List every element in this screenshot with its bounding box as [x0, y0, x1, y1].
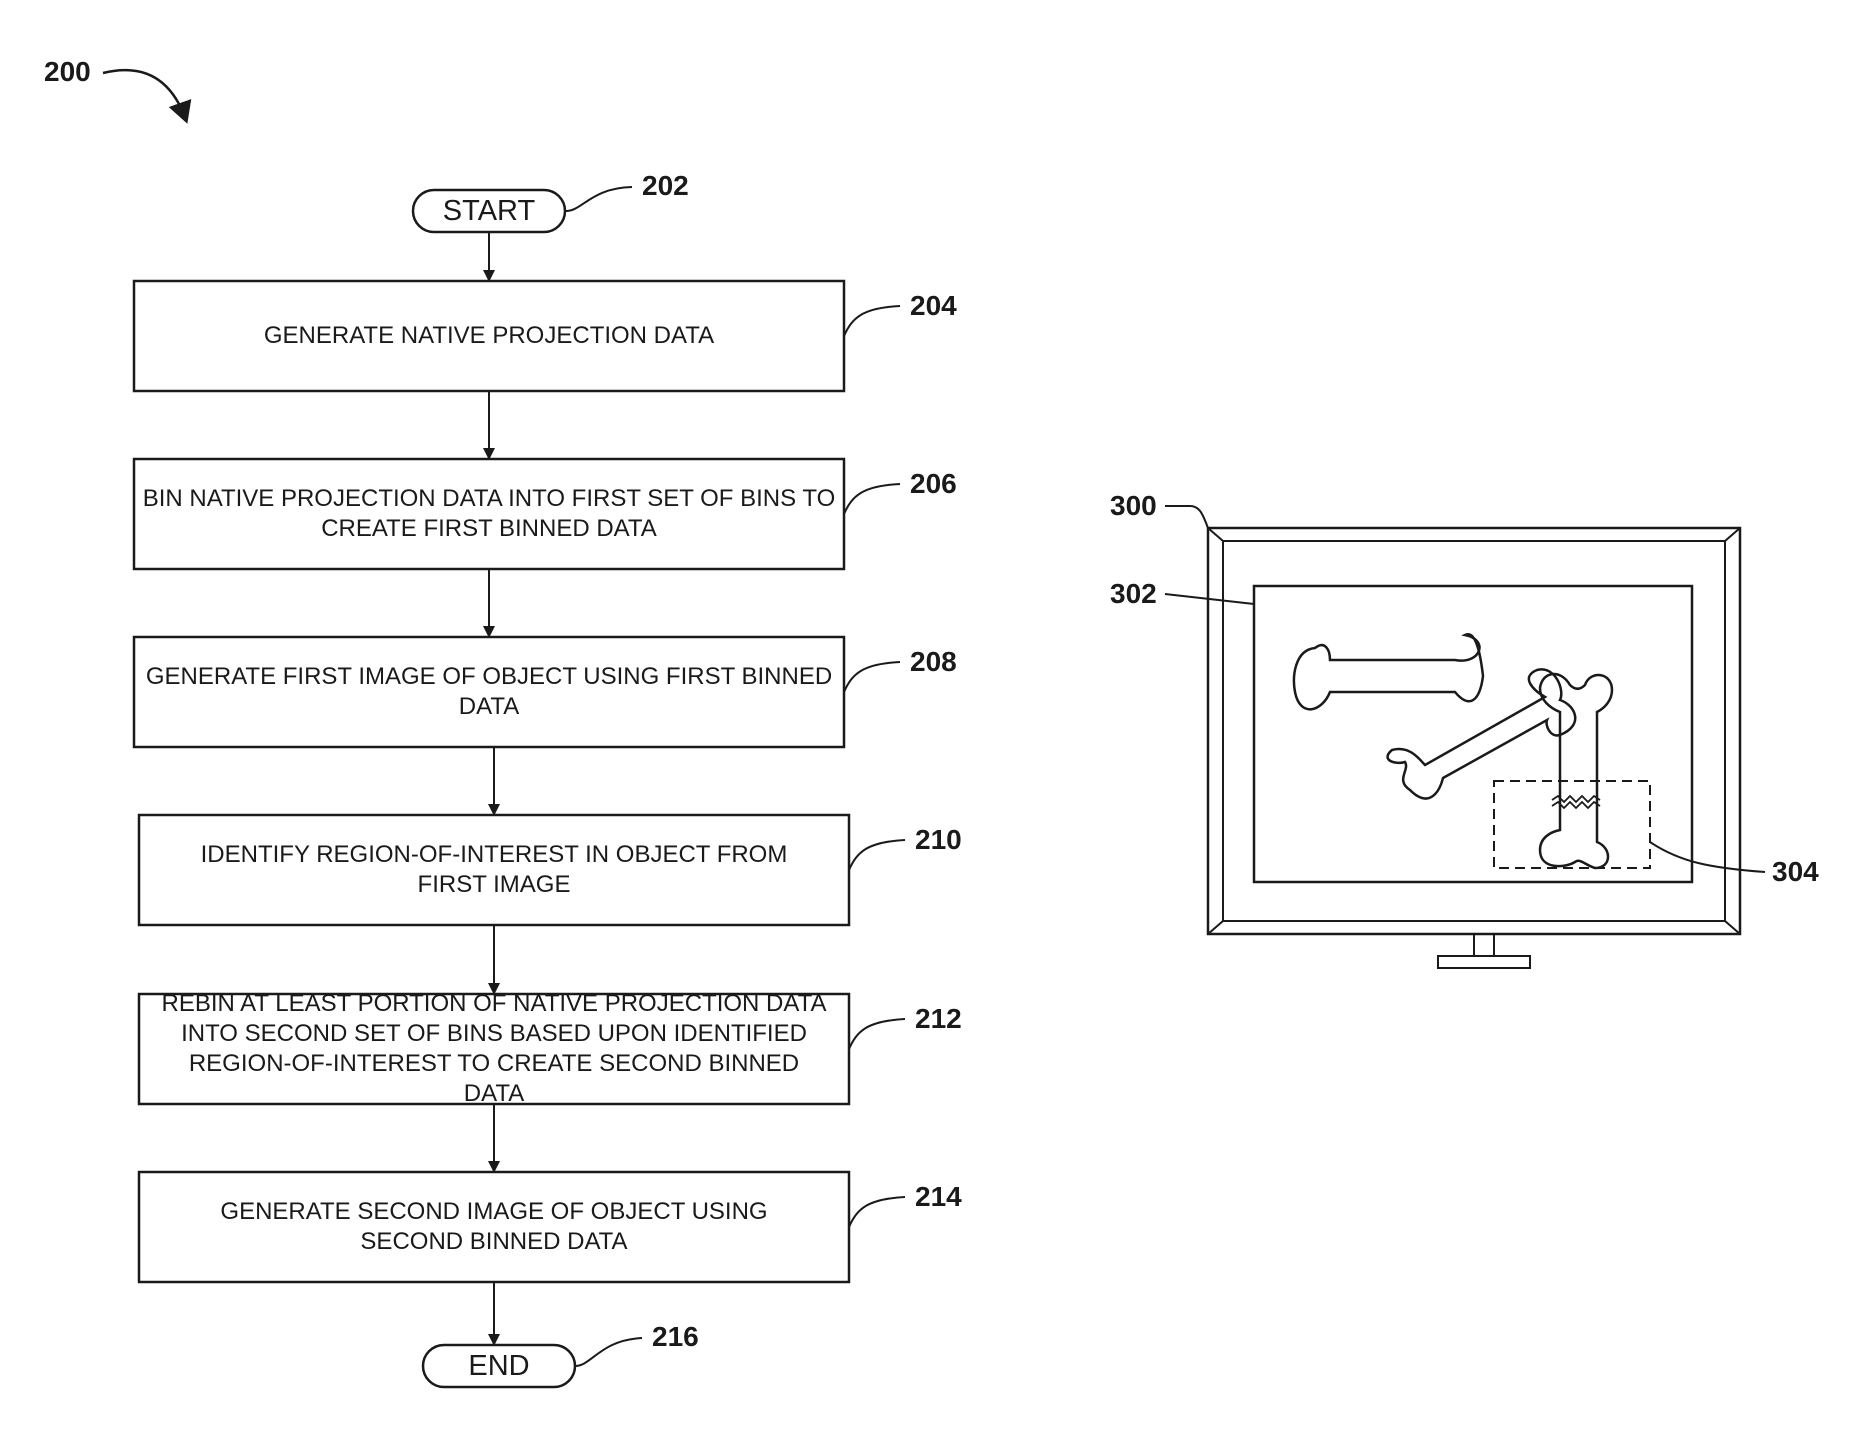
end-label: END	[423, 1345, 575, 1387]
ref-204: 204	[910, 290, 957, 322]
ref-214: 214	[915, 1181, 962, 1213]
leader-214	[849, 1197, 905, 1227]
ref-216: 216	[652, 1321, 699, 1353]
monitor-stand-neck	[1474, 934, 1494, 956]
end-leader	[575, 1338, 642, 1366]
leader-212	[849, 1019, 905, 1049]
leader-304	[1650, 842, 1765, 872]
step-text-212: REBIN AT LEAST PORTION OF NATIVE PROJECT…	[139, 994, 849, 1104]
leader-302	[1165, 594, 1254, 604]
ref-200: 200	[44, 56, 91, 88]
monitor-bezel-inner	[1223, 541, 1725, 921]
leader-210	[849, 840, 905, 870]
step-text-214: GENERATE SECOND IMAGE OF OBJECT USING SE…	[139, 1172, 849, 1282]
ref-212: 212	[915, 1003, 962, 1035]
bone-vertical	[1540, 674, 1612, 868]
region-of-interest-box	[1494, 781, 1650, 868]
bone-horizontal	[1294, 634, 1483, 709]
ref-202: 202	[642, 170, 689, 202]
leader-206	[844, 484, 900, 514]
leader-300	[1165, 506, 1208, 528]
figure-200-pointer	[103, 70, 186, 120]
step-text-210: IDENTIFY REGION-OF-INTEREST IN OBJECT FR…	[139, 815, 849, 925]
ref-300: 300	[1110, 490, 1157, 522]
ref-304: 304	[1772, 856, 1819, 888]
ref-206: 206	[910, 468, 957, 500]
ref-210: 210	[915, 824, 962, 856]
monitor-illustration	[1208, 528, 1740, 968]
step-text-204: GENERATE NATIVE PROJECTION DATA	[134, 281, 844, 391]
step-text-208: GENERATE FIRST IMAGE OF OBJECT USING FIR…	[134, 637, 844, 747]
leader-204	[844, 306, 900, 336]
ref-302: 302	[1110, 578, 1157, 610]
monitor-bezel-outer	[1208, 528, 1740, 934]
display-image-area	[1254, 586, 1692, 882]
start-leader	[565, 187, 632, 211]
ref-208: 208	[910, 646, 957, 678]
monitor-stand-base	[1438, 956, 1530, 968]
leader-208	[844, 662, 900, 692]
step-text-206: BIN NATIVE PROJECTION DATA INTO FIRST SE…	[134, 459, 844, 569]
start-label: START	[413, 190, 565, 232]
